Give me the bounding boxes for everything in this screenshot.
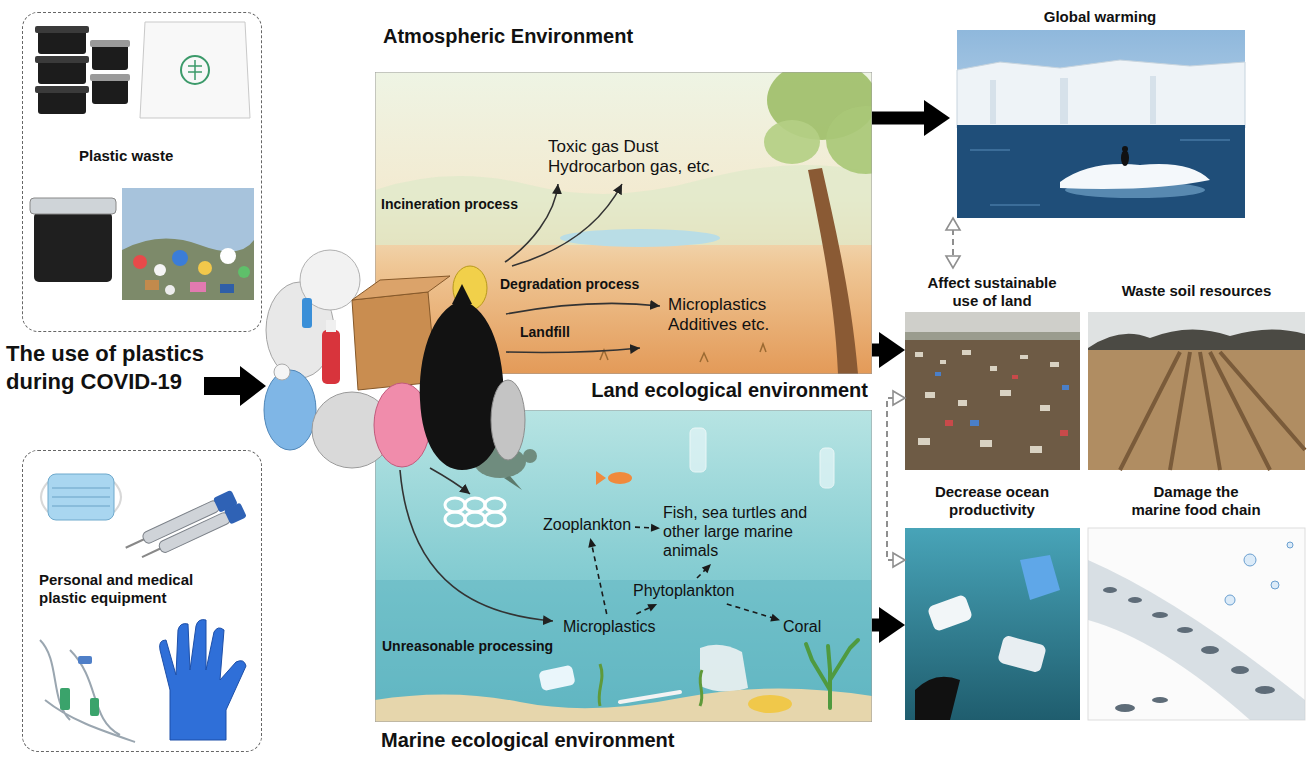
connector-arrow: [636, 604, 657, 614]
organism-label: Zooplankton: [540, 512, 635, 538]
process-label: Incineration process: [381, 196, 518, 213]
heading-text: Waste soil resources: [1088, 282, 1305, 300]
arrow-head: [702, 564, 711, 573]
connector-line: [697, 570, 705, 578]
connector-arrow: [946, 218, 960, 268]
process-arrows: [400, 184, 660, 621]
heading-text: Personal and medical plastic equipment: [39, 571, 214, 607]
connector-line: [635, 526, 652, 528]
heading-text: Affect sustainable use of land: [917, 274, 1067, 310]
arrow-head: [893, 553, 905, 567]
node-text: Zooplankton: [543, 515, 631, 534]
connector-arrow: [588, 538, 606, 614]
arrow-head: [770, 614, 780, 622]
node-text: Microplastics Additives etc.: [668, 295, 798, 336]
heading-text: Decrease ocean productivity: [917, 483, 1067, 519]
plastic-container-icons: [30, 22, 254, 300]
arrow-head: [893, 391, 905, 405]
node-text: Coral: [783, 617, 821, 636]
organism-label: Fish, sea turtles and other large marine…: [660, 500, 826, 564]
node-text: Phytoplankton: [633, 581, 734, 600]
pollutant-label: Microplastics: [560, 614, 659, 640]
connector-arrow: [872, 607, 905, 643]
connector-arrow: [697, 564, 711, 578]
node-text: Microplastics: [563, 617, 655, 636]
arrow-head: [651, 524, 660, 532]
organism-label: Phytoplankton: [630, 578, 738, 604]
connector-arrow: [872, 100, 950, 136]
process-label: Landfill: [520, 324, 570, 341]
arrow-head: [946, 218, 960, 230]
impact-tile: Waste soil resources: [1088, 268, 1305, 470]
connector-line: [636, 608, 650, 615]
main-caption: The use of plastics during COVID-19: [6, 340, 261, 396]
node-text: Toxic gas Dust Hydrocarbon gas, etc.: [548, 137, 748, 178]
connector-line: [592, 546, 607, 614]
category-box: Plastic waste: [22, 12, 262, 332]
heading-text: Land ecological environment: [375, 378, 868, 402]
process-label: Unreasonable processing: [382, 638, 553, 655]
environment-panel: Marine ecological environmentZooplankton…: [375, 410, 872, 722]
garbage-pile: [264, 250, 525, 470]
connector-arrow: [872, 332, 905, 368]
process-label: Degradation process: [500, 276, 639, 293]
lead-arrow: [204, 366, 266, 406]
heading-text: Atmospheric Environment: [383, 24, 633, 48]
environment-panel: Atmospheric EnvironmentLand ecological e…: [375, 72, 872, 374]
arrow-head: [588, 538, 596, 548]
impact-tile: Damage the marine food chain: [1088, 480, 1305, 720]
connector-line: [952, 229, 954, 257]
arrow-head: [879, 607, 905, 643]
impact-tile: Affect sustainable use of land: [905, 268, 1080, 470]
heading-text: Global warming: [950, 8, 1250, 26]
heading-text: Marine ecological environment: [381, 728, 674, 752]
arrow-head: [946, 256, 960, 268]
medical-equipment-icons: [40, 474, 247, 742]
connector-arrow: [635, 524, 660, 532]
connector-line: [727, 604, 773, 618]
node-text: Fish, sea turtles and other large marine…: [663, 503, 823, 561]
arrow-head: [924, 100, 950, 136]
connector-line: [872, 112, 925, 125]
organism-label: Coral: [780, 614, 825, 640]
arrow-head: [879, 332, 905, 368]
impact-tile: Decrease ocean productivity: [905, 480, 1080, 720]
heading-text: Damage the marine food chain: [1129, 483, 1263, 519]
connector-arrow: [887, 391, 905, 567]
pollutant-label: Toxic gas Dust Hydrocarbon gas, etc.: [545, 134, 751, 181]
connector-line: [872, 344, 880, 357]
heading-text: Plastic waste: [79, 147, 173, 165]
category-box: Personal and medical plastic equipment: [22, 450, 262, 752]
arrow-head: [647, 604, 657, 612]
connector-line: [887, 398, 894, 560]
connector-arrow: [727, 604, 780, 621]
impact-tile: Global warming: [950, 4, 1250, 218]
pollutant-label: Microplastics Additives etc.: [665, 292, 801, 339]
impact-photos: [905, 30, 1305, 720]
connector-line: [872, 619, 880, 632]
